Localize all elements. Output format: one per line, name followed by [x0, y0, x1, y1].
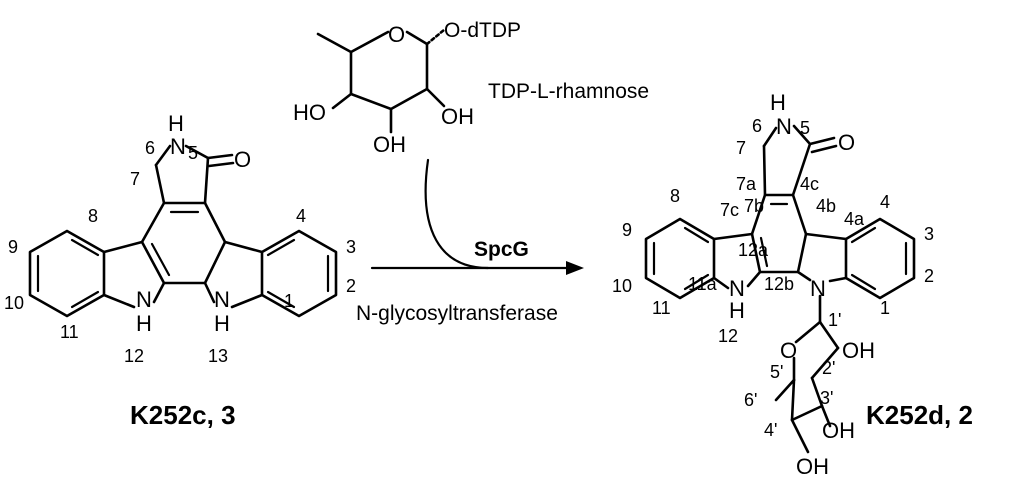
left-n13-h: H [214, 311, 230, 336]
right-num-7b: 7b [744, 196, 764, 216]
right-num-5prime: 5' [770, 362, 783, 382]
sugar-ring-o-right: O [780, 338, 797, 363]
right-num-11: 11 [652, 298, 671, 318]
right-num-3prime: 3' [820, 388, 833, 408]
left-num-7: 7 [130, 169, 140, 189]
right-num-9: 9 [622, 220, 632, 240]
sugar-oh-right: OH [441, 104, 474, 129]
left-num-6: 6 [145, 138, 155, 158]
right-num-12b: 12b [764, 274, 794, 294]
left-num-5: 5 [188, 143, 198, 163]
sugar-2-oh: OH [842, 338, 875, 363]
left-num-13: 13 [208, 346, 228, 366]
left-n12-h: H [136, 311, 152, 336]
right-num-4b: 4b [816, 196, 836, 216]
right-num-1: 1 [880, 298, 890, 318]
right-num-1prime: 1' [828, 310, 841, 330]
left-n12: N [136, 287, 152, 312]
left-num-9: 9 [8, 237, 18, 257]
right-num-6prime: 6' [744, 390, 757, 410]
tdp-rhamnose-label: TDP-L-rhamnose [488, 80, 649, 103]
left-num-12: 12 [124, 346, 144, 366]
tdp-rhamnose-structure: O O-dTDP HO OH OH TDP-L-rhamnose [293, 19, 649, 157]
left-num-8: 8 [88, 206, 98, 226]
left-num-1: 1 [284, 291, 294, 311]
right-num-3: 3 [924, 224, 934, 244]
sugar-3-oh: OH [822, 418, 855, 443]
k252c-label: K252c, 3 [130, 400, 236, 430]
enzyme-class-label: N-glycosyltransferase [356, 302, 558, 325]
right-n13: N [810, 276, 826, 301]
sugar-4-oh: OH [796, 454, 829, 479]
sugar-oh-bottom: OH [373, 132, 406, 157]
right-num-4prime: 4' [764, 420, 777, 440]
right-num-7c: 7c [720, 200, 739, 220]
right-num-2prime: 2' [822, 358, 835, 378]
sugar-ring-o: O [388, 22, 405, 47]
left-n6-h: H [168, 111, 184, 136]
right-num-4a: 4a [844, 209, 865, 229]
right-num-10: 10 [612, 276, 632, 296]
sugar-o-dtdp: O-dTDP [444, 19, 521, 42]
left-n13: N [214, 287, 230, 312]
right-n12-h: H [729, 298, 745, 323]
left-num-11: 11 [60, 322, 79, 342]
right-num-2: 2 [924, 266, 934, 286]
left-num-2: 2 [346, 276, 356, 296]
left-n6: N [170, 134, 186, 159]
right-n6-h: H [770, 90, 786, 115]
left-num-3: 3 [346, 237, 356, 257]
left-carbonyl-o: O [234, 147, 251, 172]
right-num-7a: 7a [736, 174, 757, 194]
right-num-8: 8 [670, 186, 680, 206]
sugar-ho-left: HO [293, 100, 326, 125]
right-num-4c: 4c [800, 174, 819, 194]
right-num-5: 5 [800, 118, 810, 138]
enzyme-label: SpcG [474, 238, 529, 261]
reaction-arrow: SpcG N-glycosyltransferase [356, 158, 584, 325]
left-num-10: 10 [4, 293, 24, 313]
right-n6: N [776, 114, 792, 139]
left-num-4: 4 [296, 206, 306, 226]
k252d-label: K252d, 2 [866, 400, 973, 430]
right-num-12a: 12a [738, 240, 769, 260]
k252d-structure: H N O N H N O OH OH OH 1 2 3 4 4a 4b 4c … [612, 90, 973, 479]
right-num-11a: 11a [688, 274, 718, 294]
right-n12: N [729, 276, 745, 301]
right-num-7: 7 [736, 138, 746, 158]
right-carbonyl-o: O [838, 130, 855, 155]
right-num-6: 6 [752, 116, 762, 136]
k252c-structure: H N O N H N H 1 2 3 4 5 6 7 8 9 10 11 12… [4, 111, 356, 430]
right-num-12: 12 [718, 326, 738, 346]
right-num-4: 4 [880, 192, 890, 212]
